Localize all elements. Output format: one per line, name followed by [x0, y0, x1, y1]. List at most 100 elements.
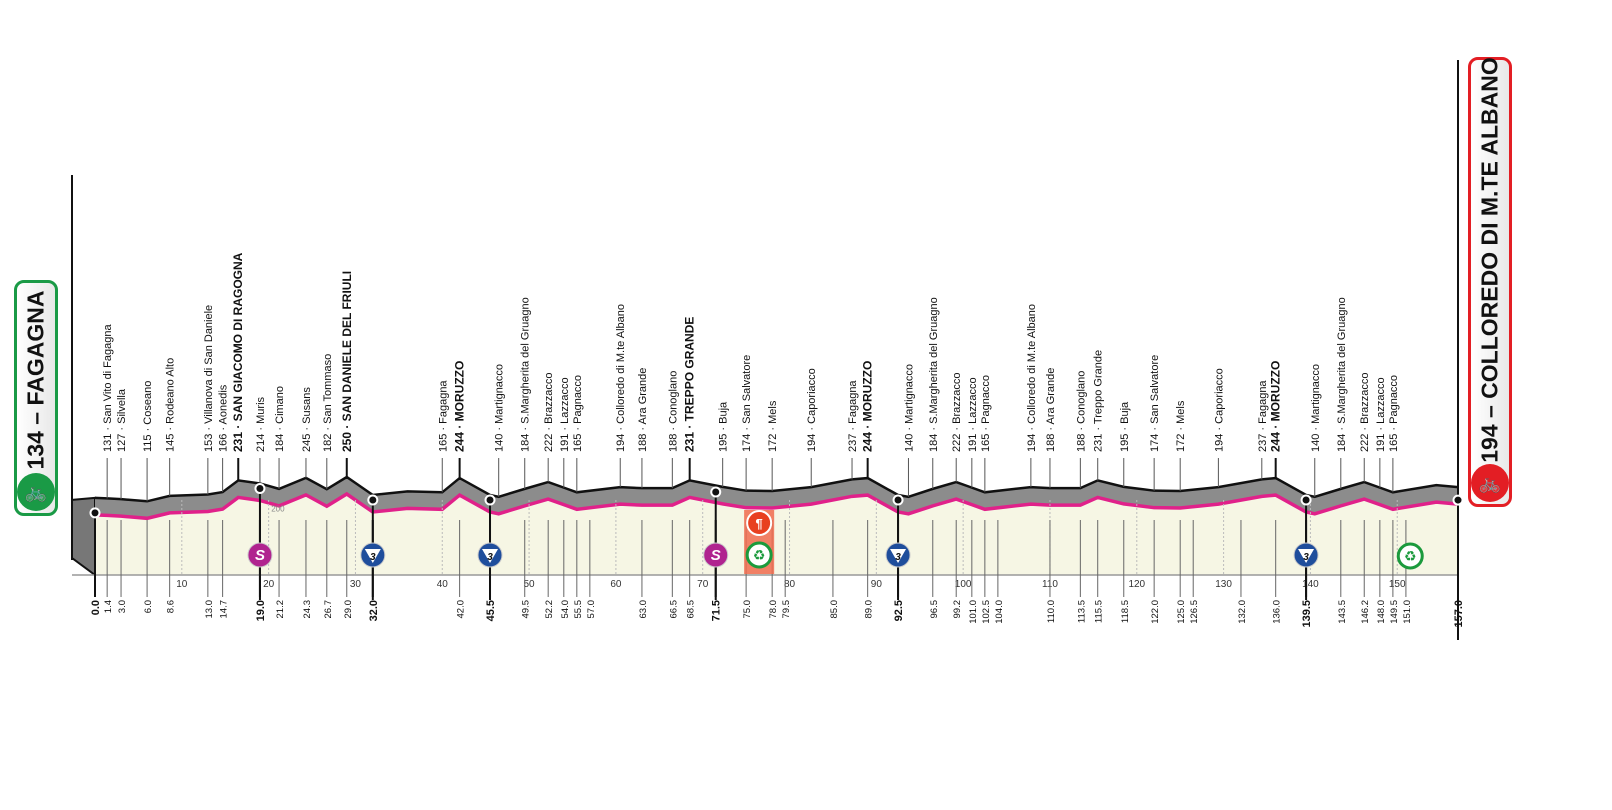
axis-tick-label: 30 — [350, 579, 362, 590]
place-label: 244 · MORUZZO — [1269, 361, 1283, 452]
km-label: 52.2 — [544, 600, 555, 619]
place-label: 172 · Mels — [1175, 400, 1187, 452]
axis-tick-label: 40 — [437, 579, 449, 590]
km-label: 85.0 — [829, 600, 840, 619]
place-label: 174 · San Salvatore — [1149, 355, 1161, 452]
km-label: 126.5 — [1189, 600, 1200, 624]
start-badge: 134 – FAGAGNA 🚲 — [14, 280, 58, 516]
km-label: 21.2 — [275, 600, 286, 619]
place-label: 145 · Rodeano Alto — [165, 358, 177, 452]
place-label: 195 · Buja — [718, 401, 730, 452]
km-label: 99.2 — [952, 600, 963, 619]
place-label: 250 · SAN DANIELE DEL FRIULI — [340, 271, 354, 452]
place-label: 194 · Colloredo di M.te Albano — [615, 304, 627, 452]
km-label: 118.5 — [1120, 600, 1131, 623]
climb-triangle — [890, 549, 907, 563]
km-label: 54.0 — [560, 600, 571, 619]
axis-tick-label: 60 — [610, 579, 622, 590]
road-line — [94, 491, 1459, 521]
place-label: 231 · TREPPO GRANDE — [683, 317, 697, 452]
food-icon-glyph: ¶ — [756, 516, 763, 531]
recycle-icon-glyph: ♻ — [1404, 548, 1417, 564]
place-label: 184 · Cimano — [274, 386, 286, 452]
km-label: 132.0 — [1237, 600, 1248, 624]
place-label: 244 · MORUZZO — [453, 361, 467, 452]
km-label: 45.5 — [485, 600, 497, 621]
climb-triangle — [1298, 549, 1315, 563]
km-label: 68.5 — [686, 600, 697, 619]
place-label: 231 · Treppo Grande — [1093, 350, 1105, 452]
place-label: 191 · Lazzacco — [559, 377, 571, 452]
recycle-icon — [1396, 542, 1424, 570]
recycle-icon — [745, 541, 773, 569]
place-label: 174 · San Salvatore — [741, 355, 753, 452]
km-label: 122.0 — [1150, 600, 1161, 624]
km-label: 89.0 — [864, 600, 875, 619]
km-label: 125.0 — [1176, 600, 1187, 624]
sprint-icon — [247, 542, 273, 568]
axis-tick-label: 80 — [784, 579, 796, 590]
marker-label: S — [255, 547, 265, 564]
km-label: 102.5 — [981, 600, 992, 624]
elevation-note: 200 — [271, 504, 285, 513]
place-label: 165 · Pagnacco — [572, 375, 584, 452]
axis-tick-label: 100 — [955, 579, 972, 590]
km-label: 42.0 — [456, 600, 467, 619]
marker-label: 3 — [487, 552, 493, 563]
recycle-icon-glyph: ♻ — [753, 547, 766, 563]
place-label: 194 · Colloredo di M.te Albano — [1026, 304, 1038, 452]
place-label: 231 · SAN GIACOMO DI RAGOGNA — [231, 252, 245, 452]
ground-area — [95, 494, 1458, 575]
km-label: 8.6 — [166, 600, 177, 613]
place-label: 237 · Fagagna — [1257, 380, 1269, 452]
place-label: 165 · Pagnacco — [1388, 375, 1400, 452]
axis-tick-label: 10 — [176, 579, 188, 590]
place-label: 140 · Martignacco — [903, 364, 915, 452]
place-label: 188 · Ara Grande — [1045, 368, 1057, 452]
place-label: 191 · Lazzacco — [967, 377, 979, 452]
place-label: 214 · Muris — [255, 396, 267, 452]
finish-badge: 194 – COLLOREDO DI M.TE ALBANO 🚲 — [1468, 57, 1512, 507]
finish-dot — [1452, 494, 1464, 506]
place-label: 222 · Brazzacco — [951, 373, 963, 452]
place-label: 222 · Brazzacco — [543, 373, 555, 452]
food-icon — [746, 510, 773, 536]
place-label: 165 · Pagnacco — [980, 375, 992, 452]
start-dot — [89, 507, 101, 519]
km-label: 78.0 — [768, 600, 779, 619]
km-label: 57.0 — [586, 600, 597, 619]
start-bike-icon: 🚲 — [17, 473, 55, 511]
km-label: 63.0 — [638, 600, 649, 619]
place-label: 172 · Mels — [767, 400, 779, 452]
place-label: 127 · Silvella — [116, 388, 128, 452]
axis-tick-label: 120 — [1128, 579, 1145, 590]
km-label: 151.0 — [1402, 600, 1413, 624]
km-label: 146.2 — [1360, 600, 1371, 624]
marker-label: 3 — [1303, 552, 1309, 563]
km-label: 6.0 — [143, 600, 154, 613]
km-label: 0.0 — [90, 600, 102, 615]
place-label: 184 · S.Margherita del Gruagno — [1336, 297, 1348, 452]
marker-dot — [710, 486, 722, 498]
axis-tick-label: 70 — [697, 579, 709, 590]
place-label: 237 · Fagagna — [847, 380, 859, 452]
km-label: 66.5 — [668, 600, 679, 619]
climb-triangle — [364, 549, 381, 563]
km-label: 13.0 — [204, 600, 215, 619]
sprint-icon — [703, 542, 729, 568]
km-label: 29.0 — [343, 600, 354, 619]
km-label: 71.5 — [711, 600, 723, 621]
place-label: 184 · S.Margherita del Gruagno — [928, 297, 940, 452]
km-label: 55.5 — [573, 600, 584, 619]
marker-label: 3 — [370, 552, 376, 563]
km-label: 49.5 — [521, 600, 532, 619]
km-label: 113.5 — [1076, 600, 1087, 623]
place-label: 194 · Caporiacco — [806, 368, 818, 452]
axis-tick-label: 130 — [1215, 579, 1232, 590]
km-label: 136.0 — [1272, 600, 1283, 624]
place-label: 188 · Conoglano — [1075, 371, 1087, 452]
km-label: 19.0 — [255, 600, 267, 621]
km-label: 1.4 — [103, 600, 114, 613]
place-label: 140 · Martignacco — [494, 364, 506, 452]
